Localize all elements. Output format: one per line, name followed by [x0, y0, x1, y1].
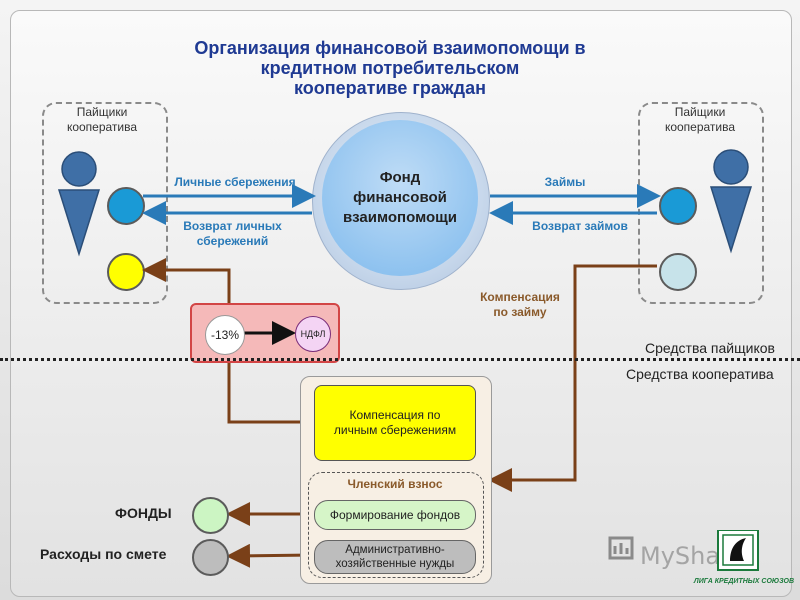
tax-percent-circle: -13%	[205, 315, 245, 355]
return-savings-label: Возврат личных сбережений	[160, 219, 305, 249]
right-members-line-2: кооператива	[664, 120, 736, 134]
myshared-logo: MyShared	[608, 530, 759, 571]
return-savings-line-2: сбережений	[196, 234, 269, 248]
loan-compensation-line-2: по займу	[493, 305, 547, 319]
fund-line-3: взаимопомощи	[342, 209, 458, 226]
left-person-icon	[57, 151, 101, 257]
loans-label: Займы	[544, 175, 586, 189]
personal-savings-label: Личные сбережения	[174, 175, 296, 189]
fund-circle	[322, 120, 478, 276]
liga-logo-text: ЛИГА КРЕДИТНЫХ СОЮЗОВ	[693, 578, 794, 585]
left-members-line-1: Пайщики	[76, 105, 128, 119]
admin-needs-box: Административно- хозяйственные нужды	[314, 540, 476, 574]
member-fee-label: Членский взнос	[347, 477, 443, 491]
loan-compensation-arrow	[488, 264, 657, 492]
left-savings-dot	[107, 187, 145, 225]
title-line-2: кредитном потребительском	[260, 58, 520, 78]
loan-compensation-label: Компенсация по займу	[460, 290, 580, 320]
loan-compensation-line-1: Компенсация	[480, 290, 560, 304]
admin-needs-line-2: хозяйственные нужды	[335, 558, 455, 570]
left-members-line-2: кооператива	[66, 120, 138, 134]
left-members-label: Пайщики кооператива	[47, 105, 157, 135]
right-person-icon	[709, 149, 753, 254]
left-members-box	[42, 102, 168, 304]
admin-needs-line-1: Административно-	[345, 544, 445, 556]
funds-label: ФОНДЫ	[115, 505, 172, 521]
expenses-label: Расходы по смете	[40, 546, 167, 562]
loan-return-label: Возврат займов	[532, 219, 628, 233]
savings-compensation-line-1: Компенсация по	[349, 408, 441, 422]
ndfl-circle: НДФЛ	[295, 316, 331, 352]
right-compensation-dot	[659, 253, 697, 291]
right-members-line-1: Пайщики	[674, 105, 726, 119]
page-title: Организация финансовой взаимопомощи в кр…	[150, 38, 630, 98]
fund-line-2: финансовой	[353, 189, 447, 206]
fund-formation-box: Формирование фондов	[314, 500, 476, 530]
savings-compensation-line-2: личным сбережениям	[333, 423, 457, 437]
expenses-dot	[192, 539, 229, 576]
funds-dot	[192, 497, 229, 534]
right-members-label: Пайщики кооператива	[645, 105, 755, 135]
savings-compensation-box: Компенсация по личным сбережениям	[314, 385, 476, 461]
fund-label: Фонд финансовой взаимопомощи	[322, 168, 478, 228]
title-line-1: Организация финансовой взаимопомощи в	[194, 38, 586, 58]
members-funds-label: Средства пайщиков	[645, 340, 775, 356]
title-line-3: кооперативе граждан	[294, 78, 486, 98]
fund-line-1: Фонд	[379, 169, 421, 186]
return-savings-line-1: Возврат личных	[183, 219, 282, 233]
coop-funds-label: Средства кооператива	[626, 366, 774, 382]
member-fee-group	[308, 472, 484, 578]
funds-separator	[0, 358, 800, 361]
